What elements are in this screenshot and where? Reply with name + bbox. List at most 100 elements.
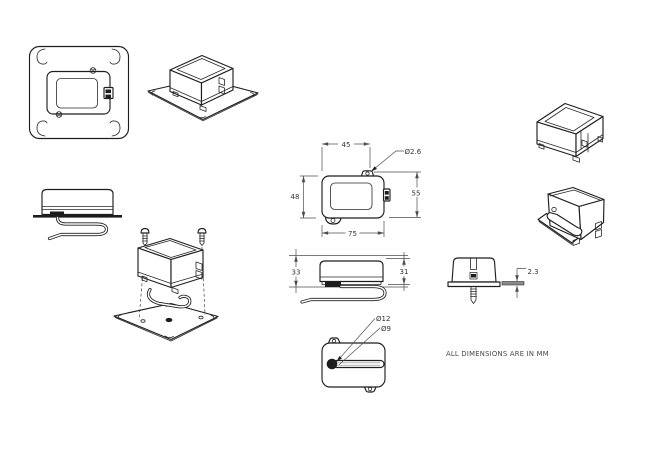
base-lip xyxy=(321,281,382,285)
clip-detail xyxy=(595,229,602,239)
dim-33-label: 33 xyxy=(292,268,301,276)
clip-detail xyxy=(195,270,203,280)
notch xyxy=(117,314,122,320)
view-plate-top xyxy=(28,45,130,140)
wire-connector xyxy=(325,282,341,287)
screw-shaft xyxy=(470,286,477,304)
plate-hole xyxy=(198,315,204,320)
screw-bottom xyxy=(55,111,63,118)
box-right-face xyxy=(575,115,604,158)
top-boss xyxy=(360,170,375,177)
foot xyxy=(171,287,179,295)
box-end xyxy=(451,257,497,283)
clip-slot xyxy=(580,130,589,153)
wire-boss xyxy=(326,358,338,370)
view-side-mounted xyxy=(33,188,122,241)
view-exploded xyxy=(113,227,219,342)
mount-plate-edge xyxy=(33,215,122,218)
notch xyxy=(210,315,215,320)
bottom-lug xyxy=(363,386,377,393)
notch xyxy=(196,115,206,119)
box-right-face xyxy=(170,249,204,289)
units-note: ALL DIMENSIONS ARE IN MM xyxy=(446,350,549,358)
foot-tab xyxy=(572,237,580,246)
lid-outline xyxy=(56,78,98,109)
notch xyxy=(151,90,156,96)
view-iso-mounted xyxy=(147,54,259,122)
view-side-dimensioned: 33 31 xyxy=(289,249,411,304)
dim-height-left: 48 xyxy=(288,175,318,219)
dim-side-right: 31 xyxy=(397,252,411,291)
notch xyxy=(164,335,174,339)
clip-detail xyxy=(218,85,225,95)
lid-iso xyxy=(176,58,226,80)
box-side xyxy=(41,188,114,216)
clip-detail xyxy=(195,261,203,271)
base-flange xyxy=(447,281,501,288)
dim-hole-dia: Ø2.6 xyxy=(369,148,422,173)
foot xyxy=(141,275,148,283)
plate-iso xyxy=(113,302,219,341)
view-iso-box xyxy=(536,102,604,163)
foot xyxy=(538,143,545,150)
view-iso-bottom xyxy=(537,186,605,246)
dim-31-label: 31 xyxy=(400,268,409,276)
box-right-face xyxy=(578,198,605,241)
screw-top xyxy=(89,67,97,74)
view-bottom-dimensioned: Ø12 Ø9 xyxy=(321,315,391,393)
corner-notch-br xyxy=(109,120,121,137)
wire-rod xyxy=(332,359,385,369)
lid-iso xyxy=(144,240,197,258)
dim-plate-thickness: 2.3 xyxy=(515,268,539,298)
screw-right xyxy=(197,227,207,247)
clip-detail xyxy=(218,77,225,86)
dim-75-label: 75 xyxy=(348,230,357,238)
screw-left xyxy=(140,227,150,247)
corner-notch-tr xyxy=(109,48,121,65)
dim-boss-diameters: Ø12 Ø9 xyxy=(335,315,391,366)
foot xyxy=(172,91,179,98)
dim-width-bottom: 75 xyxy=(321,221,385,238)
plate-center-hole xyxy=(165,317,173,323)
dim-55-label: 55 xyxy=(412,189,421,197)
clip-detail xyxy=(595,221,602,231)
plate-section xyxy=(501,281,525,286)
lid-seam xyxy=(137,271,204,284)
wire-clip xyxy=(146,287,192,309)
view-front-dimensioned: 45 Ø2.6 48 55 75 xyxy=(288,139,424,238)
lid-seam xyxy=(169,86,234,102)
lid-outline xyxy=(330,182,373,210)
lid-seam xyxy=(41,206,114,210)
dim-side-left: 33 xyxy=(289,249,303,293)
foot xyxy=(597,136,603,143)
foot xyxy=(199,105,207,112)
lid-iso xyxy=(544,107,595,132)
dim-45-label: 45 xyxy=(342,141,351,149)
dim-d12-label: Ø12 xyxy=(376,315,390,323)
dim-48-label: 48 xyxy=(291,193,300,201)
notch xyxy=(250,92,255,98)
clip-slot xyxy=(470,257,477,270)
top-lug xyxy=(327,337,341,344)
dim-hole-label: Ø2.6 xyxy=(405,148,422,156)
dim-2-3-label: 2.3 xyxy=(528,268,539,276)
clip-detail xyxy=(581,139,588,148)
plate-hole xyxy=(140,319,146,323)
boss-hole xyxy=(365,171,370,176)
corner-notch-bl xyxy=(36,120,48,137)
box-right-face xyxy=(200,67,234,106)
dim-d9-label: Ø9 xyxy=(381,325,391,333)
dim-height-right: 55 xyxy=(374,171,424,218)
enclosure-outline xyxy=(321,175,385,219)
view-end-dimensioned: 2.3 xyxy=(447,257,539,304)
lid-seam xyxy=(536,134,604,153)
bottom-tab xyxy=(324,217,342,225)
wire-connector xyxy=(50,211,64,216)
wire-clip-slot xyxy=(546,211,583,237)
dim-width-top: 45 xyxy=(321,139,371,171)
boss-hole xyxy=(551,206,557,213)
corner-notch-tl xyxy=(36,48,48,65)
foot xyxy=(572,155,580,163)
